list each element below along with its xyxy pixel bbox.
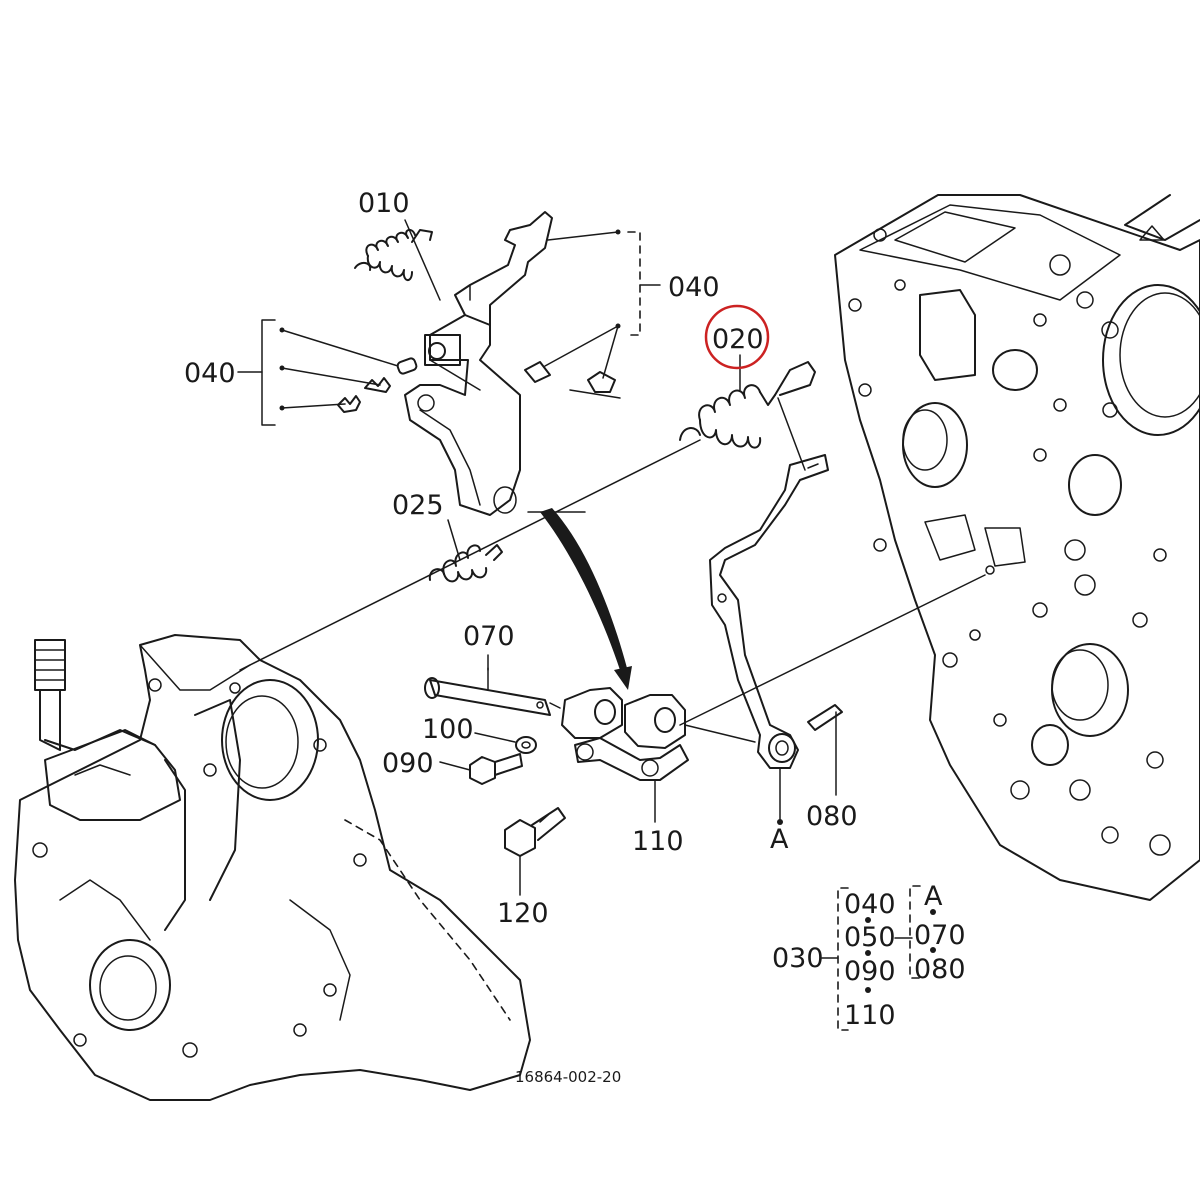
assembly-table: 030 040 050 090 110 A 070 080 [772, 881, 966, 1031]
assembly-group1-item4: 110 [844, 1000, 896, 1031]
gear-case-housing [14, 634, 531, 1101]
assembly-group1-item1: 040 [844, 889, 896, 920]
bracket-040-left [237, 319, 276, 426]
assembly-axis-line [239, 439, 701, 671]
assembly-group2-head: A [924, 881, 943, 912]
bracket-040-right [627, 231, 661, 336]
assembly-parent: 030 [772, 943, 824, 974]
assembly-group2-item1: 070 [914, 920, 966, 951]
callout-090: 090 [382, 748, 434, 779]
callout-120: 120 [497, 898, 549, 929]
washer-100 [474, 732, 537, 754]
fork-pins-and-springs [279, 219, 621, 413]
callout-040-left: 040 [184, 358, 236, 389]
callout-010: 010 [358, 188, 410, 219]
assembly-group1-item2: 050 [844, 922, 896, 953]
bolt-090 [439, 753, 523, 785]
drawing-number: 16864-002-20 [515, 1068, 621, 1086]
assembly-group1-item3: 090 [844, 956, 896, 987]
callout-080: 080 [806, 801, 858, 832]
spring-025 [428, 544, 503, 583]
spring-020 [679, 361, 816, 449]
assembly-arrow [527, 508, 632, 690]
callout-020-highlight-ring [704, 304, 770, 370]
threaded-shaft [34, 639, 156, 751]
callout-110: 110 [632, 826, 684, 857]
assembly-axis-line-2 [679, 574, 986, 726]
assembly-group2-item2: 080 [914, 954, 966, 985]
release-fork [404, 211, 553, 516]
pin-080 [807, 704, 843, 796]
shaft-070 [424, 667, 551, 716]
spring-010 [354, 228, 433, 281]
clutch-lever [709, 397, 829, 825]
bolt-120 [504, 807, 566, 896]
callout-040-right: 040 [668, 272, 720, 303]
callout-070: 070 [463, 621, 515, 652]
callout-100: 100 [422, 714, 474, 745]
bracket-110 [549, 687, 756, 823]
callout-025: 025 [392, 490, 444, 521]
callout-020: 020 [712, 324, 764, 355]
callout-A: A [770, 824, 789, 855]
engine-block [834, 194, 1200, 901]
